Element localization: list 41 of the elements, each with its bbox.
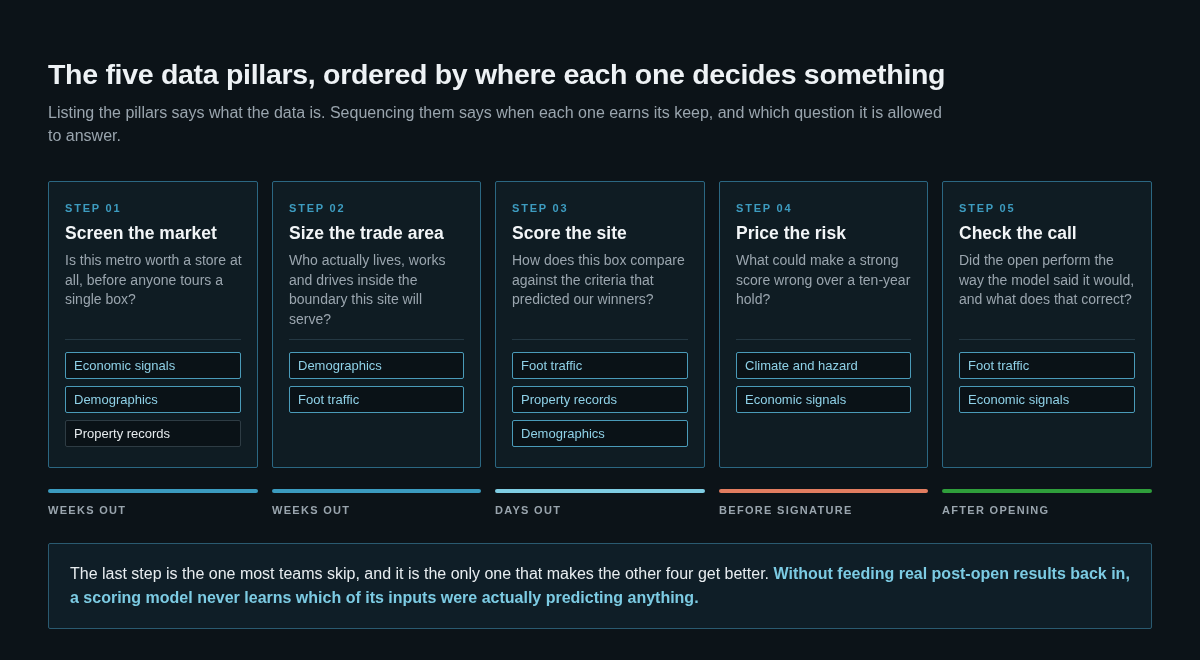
timing-label: WEEKS OUT	[272, 503, 351, 517]
note-text: The last step is the one most teams skip, and it is the only one that makes the other four get better. Without feeding real post-open results back in, a scoring model never learns which of its inputs were actually predicting anything.	[70, 564, 1130, 608]
question-text: Who actually lives, works and drives inside the boundary this site will serve?	[289, 251, 447, 330]
source-tag: Property records	[512, 386, 688, 413]
source-tag: Foot traffic	[289, 386, 464, 413]
source-tag: Foot traffic	[512, 352, 688, 379]
source-tag: Climate and hazard	[736, 352, 911, 379]
step-title: Price the risk	[736, 222, 846, 244]
step-title: Score the site	[512, 222, 627, 244]
timing-label: BEFORE SIGNATURE	[719, 503, 853, 517]
step-card	[942, 181, 1152, 468]
question-text: Did the open perform the way the model said it would, and what does that correct?	[959, 251, 1136, 310]
step-label: STEP 01	[65, 201, 122, 215]
step-card	[719, 181, 928, 468]
step-label: STEP 02	[289, 201, 346, 215]
subtitle-text: Listing the pillars says what the data is. Sequencing them says when each one earns its keep, and which question it is allowed to answer.	[48, 103, 943, 146]
timing-label: AFTER OPENING	[942, 503, 1050, 517]
step-title: Screen the market	[65, 222, 217, 244]
source-tag: Economic signals	[736, 386, 911, 413]
step-label: STEP 04	[736, 201, 793, 215]
step-card	[48, 181, 258, 468]
source-tag: Economic signals	[959, 386, 1135, 413]
step-title: Check the call	[959, 222, 1077, 244]
step-label: STEP 03	[512, 201, 569, 215]
source-tag: Foot traffic	[959, 352, 1135, 379]
step-label: STEP 05	[959, 201, 1016, 215]
step-card	[272, 181, 481, 468]
page-title: The five data pillars, ordered by where each one decides something	[48, 57, 946, 91]
question-text: How does this box compare against the criteria that predicted our winners?	[512, 251, 686, 310]
source-tag: Property records	[65, 420, 241, 447]
timing-label: WEEKS OUT	[48, 503, 127, 517]
step-title: Size the trade area	[289, 222, 444, 244]
step-card	[495, 181, 705, 468]
note-panel	[48, 543, 1152, 629]
timing-label: DAYS OUT	[495, 503, 562, 517]
source-tag: Demographics	[65, 386, 241, 413]
question-text: What could make a strong score wrong over a ten-year hold?	[736, 251, 912, 310]
source-tag: Demographics	[512, 420, 688, 447]
source-tag: Demographics	[289, 352, 464, 379]
question-text: Is this metro worth a store at all, before anyone tours a single box?	[65, 251, 243, 310]
source-tag: Economic signals	[65, 352, 241, 379]
